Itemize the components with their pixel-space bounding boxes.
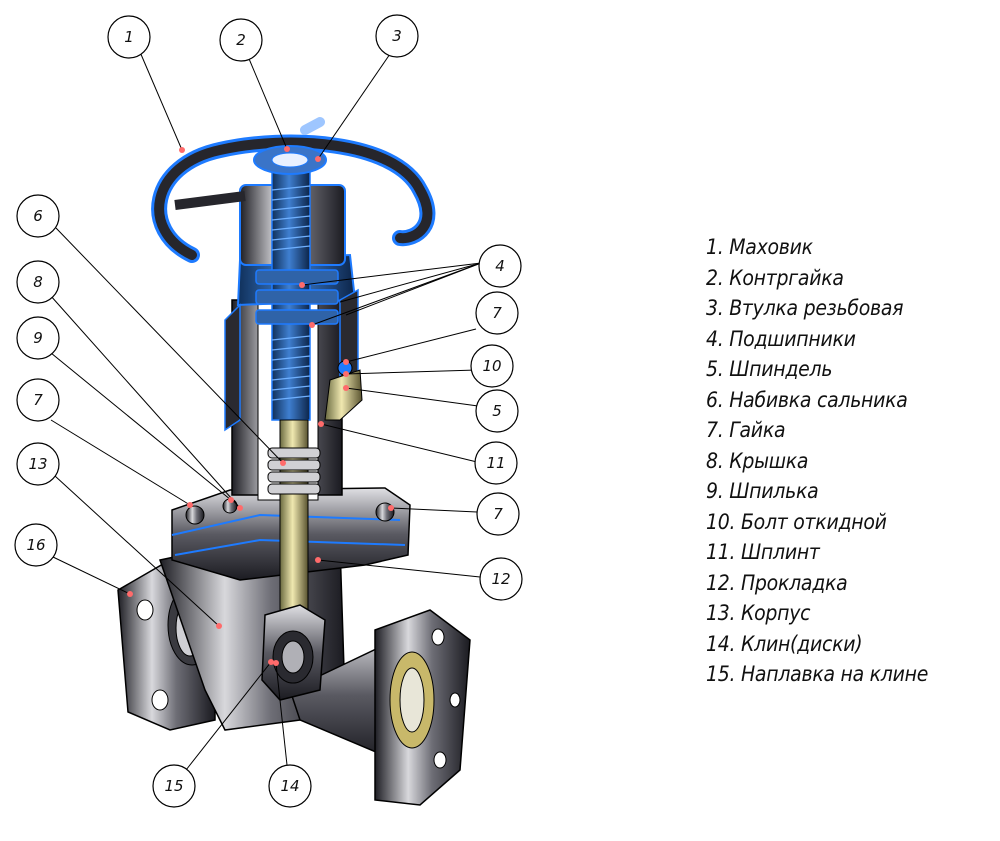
callout-number: 1 bbox=[124, 28, 134, 46]
callout-number: 2 bbox=[236, 31, 246, 49]
leader-lines bbox=[49, 51, 482, 771]
callout-number: 7 bbox=[492, 304, 502, 322]
callout-number: 6 bbox=[33, 207, 43, 225]
callout-number: 9 bbox=[33, 329, 43, 347]
callout-number: 14 bbox=[280, 777, 299, 795]
callout-number: 16 bbox=[26, 536, 45, 554]
wedge bbox=[261, 604, 326, 701]
legend-item: 5. Шпиндель bbox=[706, 357, 833, 381]
legend-item: 15. Наплавка на клине bbox=[706, 662, 929, 686]
locknut bbox=[253, 145, 327, 175]
legend-item: 11. Шплинт bbox=[706, 540, 820, 564]
legend-item: 7. Гайка bbox=[706, 418, 786, 442]
legend-item: 9. Шпилька bbox=[706, 479, 819, 503]
legend-item: 2. Контргайка bbox=[706, 265, 844, 290]
callout-number: 3 bbox=[392, 27, 402, 45]
legend-item: 3. Втулка резьбовая bbox=[706, 296, 904, 320]
gland-packing bbox=[267, 447, 321, 495]
legend-item: 14. Клин(диски) bbox=[706, 631, 863, 656]
callout-circles bbox=[14, 14, 523, 808]
legend-item: 8. Крышка bbox=[706, 448, 809, 473]
parts-legend: 1. Маховик 2. Контргайка 3. Втулка резьб… bbox=[706, 232, 953, 690]
bearings bbox=[255, 269, 339, 325]
handwheel bbox=[151, 117, 436, 263]
callout-number: 7 bbox=[33, 391, 43, 409]
callout-number: 8 bbox=[33, 273, 43, 291]
legend-item: 10. Болт откидной bbox=[706, 509, 887, 534]
callout-number: 15 bbox=[164, 777, 183, 795]
legend-item: 6. Набивка сальника bbox=[706, 387, 908, 412]
legend-item: 4. Подшипники bbox=[706, 326, 856, 351]
callout-number: 13 bbox=[28, 455, 47, 473]
callout-number: 7 bbox=[493, 505, 503, 523]
callout-number: 11 bbox=[486, 454, 505, 472]
legend-item: 12. Прокладка bbox=[706, 570, 848, 595]
legend-item: 13. Корпус bbox=[706, 601, 811, 625]
callout-number: 5 bbox=[492, 402, 502, 420]
callout-numbers: 1 2 3 4 7 10 5 11 7 12 6 8 9 7 13 16 15 … bbox=[26, 27, 510, 795]
callout-number: 12 bbox=[491, 570, 510, 588]
hinged-bolt bbox=[324, 360, 363, 421]
callout-number: 10 bbox=[482, 357, 501, 375]
callout-number: 4 bbox=[495, 257, 505, 275]
callout-dots bbox=[127, 146, 394, 666]
legend-item: 1. Маховик bbox=[706, 235, 813, 259]
